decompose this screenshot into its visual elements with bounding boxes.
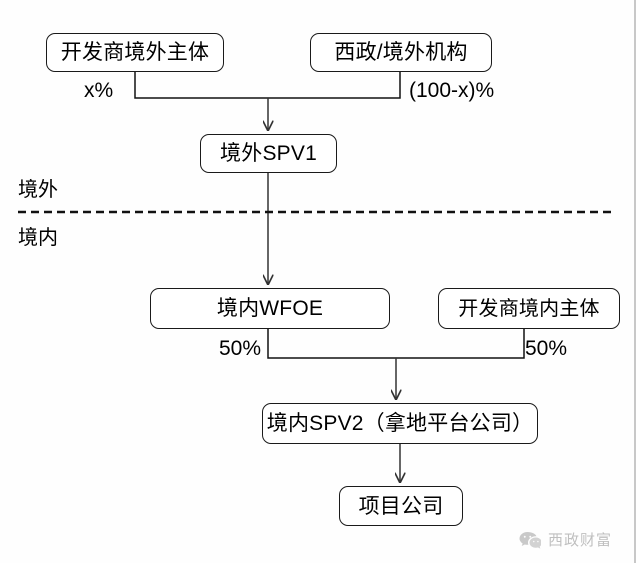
node-label: 西政/境外机构 bbox=[334, 41, 468, 64]
node-label: 项目公司 bbox=[358, 494, 444, 518]
region-label-offshore: 境外 bbox=[18, 179, 58, 201]
watermark: 西政财富 bbox=[519, 531, 612, 549]
wechat-logo-icon bbox=[519, 532, 541, 549]
node-onshore-wfoe[interactable]: 境内WFOE bbox=[150, 288, 390, 329]
node-offshore-spv1[interactable]: 境外SPV1 bbox=[200, 134, 337, 173]
edge-label-xizheng-offshore-percent: (100-x)% bbox=[409, 79, 495, 102]
node-label: 境内WFOE bbox=[216, 297, 324, 320]
edge-wfoe-to-spv2 bbox=[267, 329, 525, 359]
node-label: 开发商境内主体 bbox=[458, 297, 600, 320]
node-developer-onshore-entity[interactable]: 开发商境内主体 bbox=[438, 288, 620, 329]
region-label-onshore: 境内 bbox=[18, 227, 58, 249]
node-developer-offshore-entity[interactable]: 开发商境外主体 bbox=[46, 33, 224, 72]
edge-label-developer-offshore-percent: x% bbox=[84, 79, 114, 102]
node-label: 境内SPV2（拿地平台公司） bbox=[266, 412, 534, 435]
node-label: 开发商境外主体 bbox=[60, 41, 210, 64]
edge-label-wfoe-percent: 50% bbox=[219, 337, 262, 360]
edge-label-developer-onshore-percent: 50% bbox=[525, 337, 568, 360]
watermark-text: 西政财富 bbox=[547, 531, 612, 549]
node-xizheng-offshore-institution[interactable]: 西政/境外机构 bbox=[310, 33, 492, 72]
edge-dev-offshore-to-spv1 bbox=[134, 72, 401, 99]
node-label: 境外SPV1 bbox=[220, 142, 317, 165]
node-project-company[interactable]: 项目公司 bbox=[339, 486, 463, 526]
node-onshore-spv2-land-platform[interactable]: 境内SPV2（拿地平台公司） bbox=[262, 403, 538, 444]
